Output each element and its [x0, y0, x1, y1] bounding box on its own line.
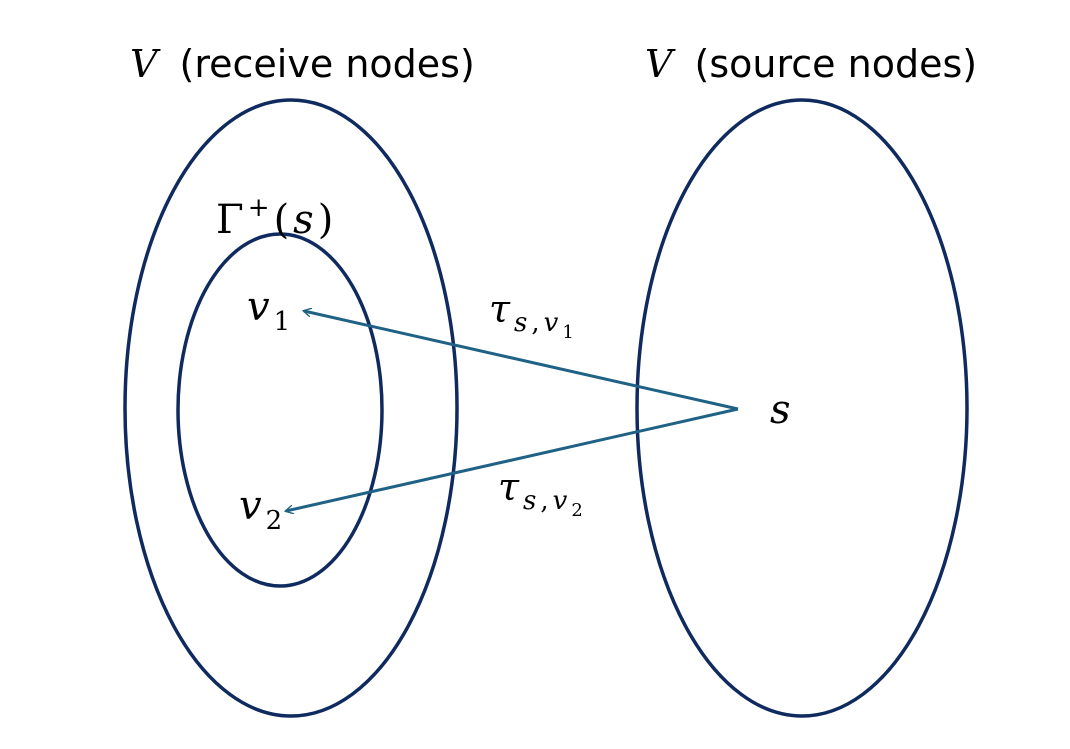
tau-symbol: τ	[489, 287, 511, 331]
receive-nodes-set	[123, 98, 459, 718]
tau-sub-v: v	[544, 308, 559, 338]
edge-label-s-v1: τ s , v 1	[489, 287, 574, 343]
tau-sub-s: s	[523, 486, 536, 516]
gamma-close-paren: )	[318, 197, 334, 243]
node-v1-label: v 1	[247, 284, 290, 337]
right-set-caption: (source nodes)	[695, 42, 978, 86]
tau-sub-comma: ,	[540, 486, 548, 516]
left-set-title: V (receive nodes)	[130, 42, 475, 86]
node-v2-label: v 2	[239, 483, 282, 536]
edge-s-to-v2	[286, 407, 739, 511]
left-set-symbol: V	[130, 42, 161, 86]
tau-symbol: τ	[498, 465, 520, 509]
tau-sub-comma: ,	[531, 308, 539, 338]
gamma-superscript: +	[248, 193, 270, 223]
node-v1-base: v	[247, 284, 270, 330]
gamma-open-paren: (	[274, 197, 290, 243]
node-v2-base: v	[239, 483, 262, 529]
neighborhood-label: Γ + ( s )	[216, 193, 333, 243]
edge-s-to-v1	[304, 311, 739, 411]
neighborhood-set	[176, 232, 384, 588]
node-s-label: s	[770, 387, 791, 433]
edge-label-s-v2: τ s , v 2	[498, 465, 583, 521]
tau-sub-index: 2	[571, 500, 582, 521]
gamma-argument: s	[293, 197, 314, 243]
gamma-symbol: Γ	[216, 197, 244, 243]
right-set-title: V (source nodes)	[645, 42, 977, 86]
right-set-symbol: V	[645, 42, 676, 86]
left-set-caption: (receive nodes)	[180, 42, 475, 86]
node-v1-subscript: 1	[274, 307, 291, 337]
source-nodes-set	[635, 98, 969, 718]
tau-sub-s: s	[514, 308, 527, 338]
tau-sub-index: 1	[562, 322, 573, 343]
tau-sub-v: v	[553, 486, 568, 516]
node-v2-subscript: 2	[266, 506, 283, 536]
